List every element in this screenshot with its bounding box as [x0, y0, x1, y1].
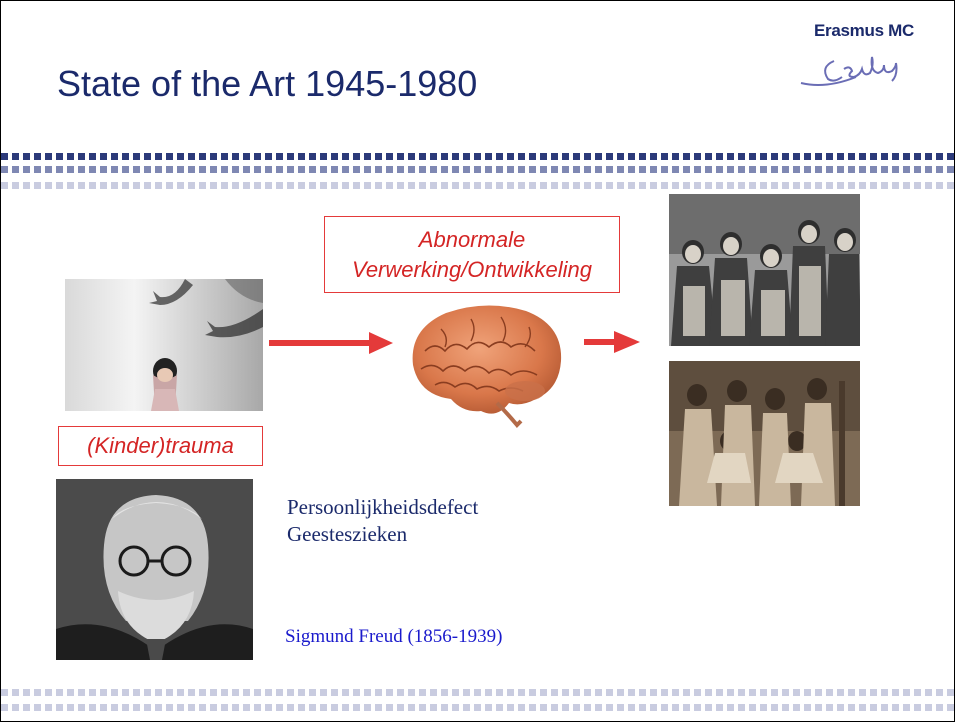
- outcome-personality-defect: Persoonlijkheidsdefect: [287, 495, 479, 519]
- arrow-right-icon: [584, 331, 640, 353]
- brain-model-image: [401, 299, 571, 429]
- slide-title: State of the Art 1945-1980: [57, 63, 478, 104]
- divider-dots-bottom-2: [1, 704, 954, 711]
- divider-dots-top-3: [1, 182, 954, 189]
- erasmus-mc-logo: Erasmus MC: [796, 21, 936, 101]
- logo-wordmark: Erasmus MC: [814, 21, 914, 40]
- outcome-mental-illness: Geesteszieken: [287, 522, 408, 546]
- abnormal-line-1: Abnormale: [418, 227, 526, 252]
- divider-dots-top-1: [1, 153, 954, 160]
- childhood-trauma-box: (Kinder)trauma: [58, 426, 263, 466]
- freud-portrait: [56, 479, 253, 660]
- divider-dots-top-2: [1, 166, 954, 173]
- divider-dots-bottom-1: [1, 689, 954, 696]
- abnormal-processing-box: Abnormale Verwerking/Ontwikkeling: [324, 216, 620, 293]
- abnormal-line-2: Verwerking/Ontwikkeling: [351, 257, 593, 282]
- child-trauma-photo: [65, 279, 263, 411]
- arrow-right-icon: [269, 332, 393, 354]
- outcome-list: Persoonlijkheidsdefect Geesteszieken: [287, 494, 478, 548]
- freud-caption: Sigmund Freud (1856-1939): [285, 626, 503, 647]
- men-group-photo: [669, 361, 860, 506]
- women-group-photo: [669, 194, 860, 346]
- logo-signature-icon: [800, 56, 898, 86]
